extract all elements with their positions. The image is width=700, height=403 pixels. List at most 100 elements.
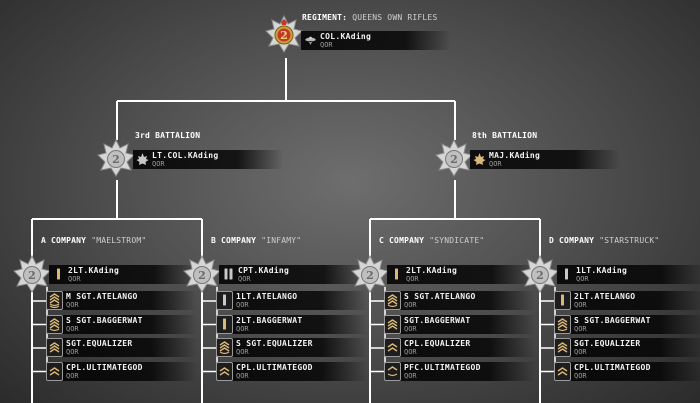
commander-unit: QOR — [489, 160, 502, 168]
company-a-badge-icon: 2 — [12, 254, 52, 294]
member-unit: QOR — [404, 348, 417, 356]
eagle-rank-icon — [305, 36, 316, 45]
member-name: CPL.ULTIMATEGOD — [236, 362, 313, 372]
rank-insignia-box — [216, 314, 233, 334]
svg-text:2: 2 — [112, 153, 120, 166]
corporal-chevron-icon — [557, 366, 568, 376]
single-bar-rank-icon — [57, 268, 60, 280]
member-unit: QOR — [574, 324, 587, 333]
member-unit: QOR — [574, 348, 587, 356]
gold-bar-rank-icon — [223, 318, 226, 329]
company-b-badge-icon: 2 — [182, 254, 222, 294]
gold-bar-rank-icon — [561, 294, 564, 306]
member-unit: QOR — [236, 324, 249, 333]
sergeant-chevron-icon — [49, 342, 60, 353]
member-unit: QOR — [66, 301, 79, 309]
member-name: PFC.ULTIMATEGOD — [404, 362, 481, 372]
member-name: S SGT.BAGGERWAT — [574, 315, 651, 325]
commander-name: CPT.KAding — [238, 266, 290, 275]
member-name: M SGT.ATELANGO — [66, 292, 138, 301]
commander-name: COL.KAding — [320, 32, 372, 41]
rank-insignia-box — [554, 314, 571, 334]
rank-insignia-box — [384, 291, 401, 310]
rank-insignia-box — [384, 338, 401, 357]
rank-insignia-box — [46, 338, 63, 357]
battalion-8-title: 8th BATTALION — [472, 131, 538, 140]
regiment-badge-icon: 2 — [264, 14, 304, 54]
gold-maple-leaf-rank-icon — [473, 153, 486, 165]
rank-insignia-box — [384, 361, 401, 381]
commander-name: 2LT.KAding — [68, 266, 120, 275]
member-name: CPL.ULTIMATEGOD — [574, 362, 651, 372]
battalion-8-commander[interactable]: MAJ.KAding QOR — [470, 150, 620, 169]
rank-insignia-box — [554, 291, 571, 310]
commander-name: MAJ.KAding — [489, 151, 541, 160]
svg-text:2: 2 — [198, 269, 206, 282]
member-name: CPL.ULTIMATEGOD — [66, 362, 143, 372]
svg-text:2: 2 — [450, 153, 458, 166]
member-unit: QOR — [404, 324, 417, 333]
member-unit: QOR — [236, 371, 249, 380]
commander-unit: QOR — [406, 275, 419, 283]
commander-unit: QOR — [576, 275, 589, 283]
member-unit: QOR — [66, 348, 79, 356]
company-c-title: C COMPANY "SYNDICATE" — [379, 236, 484, 245]
member-unit: QOR — [574, 371, 587, 380]
member-name: SGT.BAGGERWAT — [404, 315, 471, 325]
commander-unit: QOR — [320, 41, 333, 49]
member-name: S SGT.ATELANGO — [404, 292, 476, 301]
member-name: S SGT.EQUALIZER — [236, 339, 313, 348]
rank-insignia-box — [554, 338, 571, 357]
silver-bar-rank-icon — [565, 268, 568, 280]
svg-text:2: 2 — [366, 269, 374, 282]
commander-unit: QOR — [68, 275, 81, 283]
member-unit: QOR — [66, 324, 79, 333]
staff-sergeant-chevron-icon — [387, 294, 398, 308]
battalion-3-badge-icon: 2 — [96, 138, 136, 178]
rank-insignia-box — [216, 361, 233, 381]
single-bar-rank-icon — [395, 268, 398, 280]
company-title-prefix: D COMPANY — [549, 236, 595, 245]
rank-insignia-box — [216, 291, 233, 310]
member-unit: QOR — [404, 301, 417, 309]
company-title-name: "MAELSTROM" — [91, 236, 147, 245]
member-unit: QOR — [404, 371, 417, 380]
member-name: SGT.EQUALIZER — [66, 339, 133, 348]
member-name: S SGT.BAGGERWAT — [66, 315, 143, 325]
battalion-3-commander[interactable]: LT.COL.KAding QOR — [133, 150, 283, 169]
corporal-chevron-icon — [49, 366, 60, 376]
company-title-prefix: A COMPANY — [41, 236, 87, 245]
commander-unit: QOR — [238, 275, 251, 283]
company-title-name: "SYNDICATE" — [429, 236, 485, 245]
rank-insignia-box — [554, 361, 571, 381]
svg-text:2: 2 — [536, 269, 544, 282]
member-unit: QOR — [236, 348, 249, 356]
member-unit: QOR — [236, 301, 249, 309]
svg-text:2: 2 — [280, 29, 288, 42]
rank-insignia-box — [216, 338, 233, 357]
corporal-chevron-icon — [387, 343, 398, 352]
company-title-prefix: B COMPANY — [211, 236, 257, 245]
regiment-commander[interactable]: COL.KAding QOR — [301, 31, 451, 50]
master-sergeant-chevron-icon — [49, 293, 60, 308]
